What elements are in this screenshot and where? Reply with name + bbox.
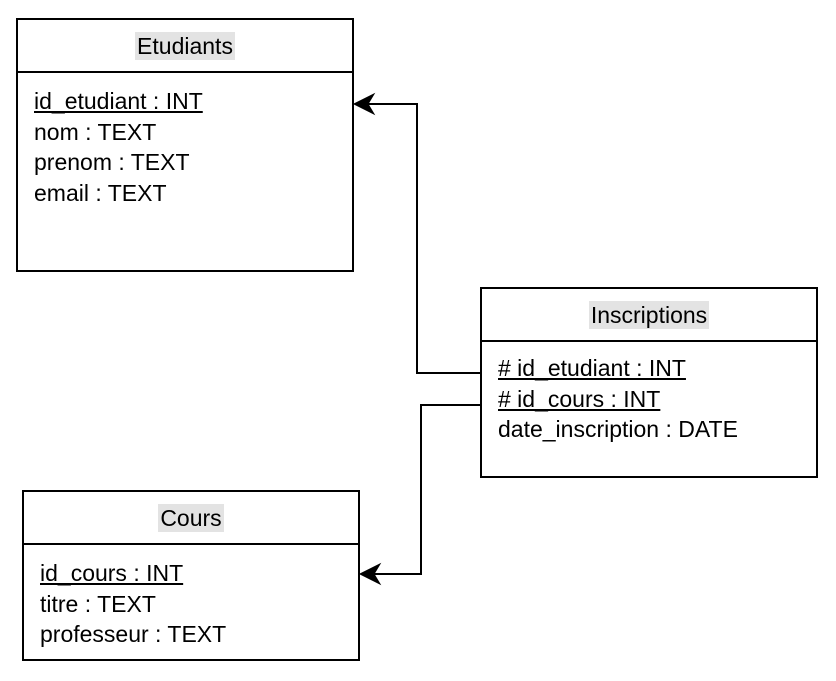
relation-inscriptions-cours (358, 404, 480, 586)
entity-cours[interactable]: Cours id_cours : INT titre : TEXT profes… (22, 490, 360, 661)
entity-etudiants[interactable]: Etudiants id_etudiant : INT nom : TEXT p… (16, 18, 354, 272)
entity-field: email : TEXT (34, 179, 167, 206)
entity-title: Etudiants (135, 31, 235, 60)
entity-fields: # id_etudiant : INT # id_cours : INT dat… (498, 353, 810, 445)
entity-field: prenom : TEXT (34, 149, 190, 175)
entity-field: titre : TEXT (40, 590, 156, 617)
primary-key-field: id_etudiant : INT (34, 88, 203, 114)
entity-inscriptions[interactable]: Inscriptions # id_etudiant : INT # id_co… (480, 287, 818, 478)
arrowhead-etudiants-icon (352, 92, 376, 116)
relation-inscriptions-etudiants (352, 92, 480, 374)
foreign-key-field: # id_etudiant : INT (498, 355, 686, 381)
connector-line-cours (372, 404, 480, 575)
entity-header: Inscriptions (482, 289, 816, 342)
entity-title: Cours (158, 503, 224, 532)
arrowhead-cours-icon (358, 562, 382, 586)
entity-field: nom : TEXT (34, 118, 157, 145)
foreign-key-field: # id_cours : INT (498, 385, 661, 412)
entity-title: Inscriptions (588, 300, 710, 329)
primary-key-field: id_cours : INT (40, 560, 184, 586)
entity-field: professeur : TEXT (40, 621, 227, 647)
entity-header: Etudiants (18, 20, 352, 73)
connector-line-etudiant (366, 103, 480, 374)
entity-fields: id_etudiant : INT nom : TEXT prenom : TE… (34, 86, 346, 208)
entity-header: Cours (24, 492, 358, 545)
entity-field: date_inscription : DATE (498, 416, 738, 442)
entity-fields: id_cours : INT titre : TEXT professeur :… (40, 558, 352, 650)
